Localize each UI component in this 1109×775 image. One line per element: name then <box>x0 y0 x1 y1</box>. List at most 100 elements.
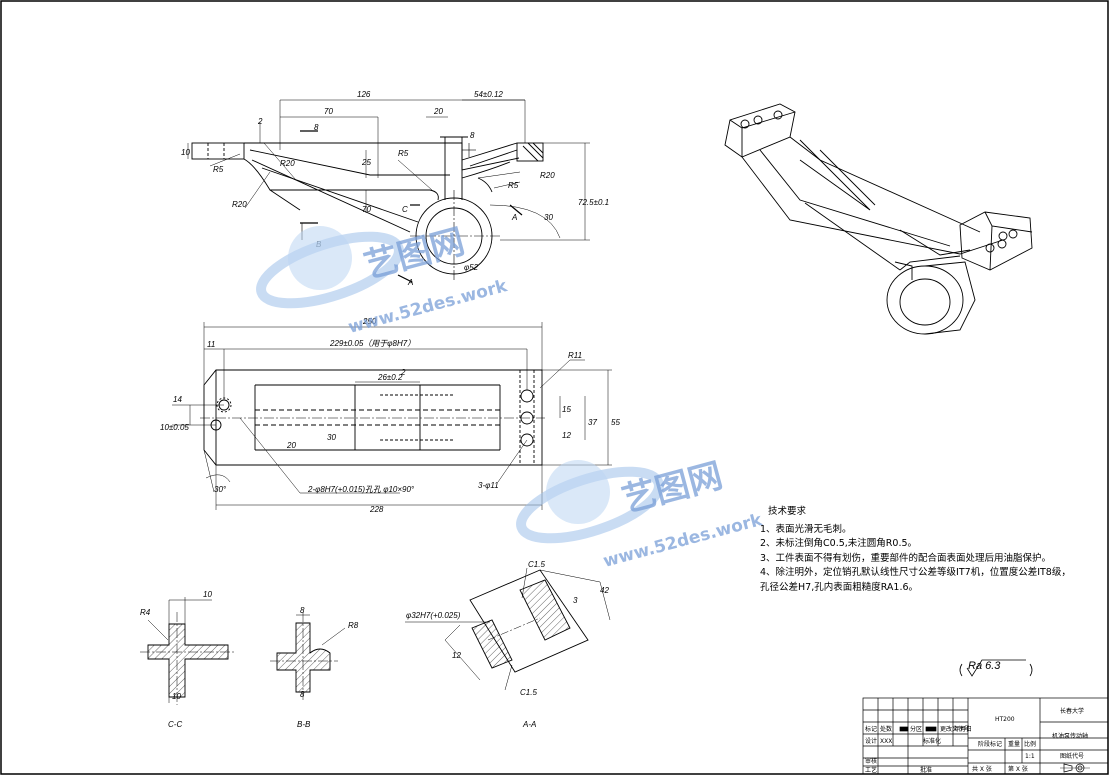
tech-note-1: 1、表面光滑无毛刺。 <box>760 523 852 535</box>
dim-14: 14 <box>173 395 182 404</box>
designer-label: 设计 <box>865 737 877 745</box>
tech-note-3: 3、工件表面不得有划伤，重要部件的配合面表面处理后用油脂保护。 <box>760 552 1052 564</box>
dim-r5b: R5 <box>398 149 409 158</box>
isometric-view <box>724 103 1033 335</box>
sheet-number: 第 X 张 <box>1008 765 1028 773</box>
dim-8c: 8 <box>300 606 305 615</box>
top-view-dims: 250 11 229±0.05（用于φ8H7） R11 26±0.2 2 14 … <box>160 317 620 514</box>
cut-a-label: A <box>511 213 517 222</box>
dim-55: 55 <box>611 418 620 427</box>
dim-30: 30 <box>544 213 553 222</box>
dim-r20c: R20 <box>540 171 555 180</box>
dim-32: φ32H7(+0.025) <box>406 611 461 620</box>
watermark-1: 艺图网 www.52des.work <box>256 222 510 338</box>
dim-250: 250 <box>362 317 377 326</box>
top-view <box>172 322 612 510</box>
dim-2: 2 <box>257 117 263 126</box>
zone-label: 分区 <box>910 725 922 733</box>
dim-30b: 30 <box>327 433 336 442</box>
school-name: 长春大学 <box>1060 707 1084 715</box>
approve-label: 批准 <box>920 766 932 774</box>
tech-note-5: 孔径公差H7,孔内表面粗糙度RA1.6。 <box>760 581 919 593</box>
dim-725: 72.5±0.1 <box>578 198 609 207</box>
section-cc: R4 10 10 C-C <box>140 590 236 729</box>
label-section-cc: C-C <box>168 720 182 729</box>
dim-52: φ52 <box>464 263 479 272</box>
change-label: 更改文件号 <box>940 725 970 733</box>
dim-10c: 10 <box>203 590 212 599</box>
dim-20: 20 <box>433 107 443 116</box>
cut-c-label: C <box>402 205 408 214</box>
dim-11: 11 <box>207 340 215 349</box>
watermark-brand-2: 艺图网 <box>618 456 727 521</box>
section-aa: C1.5 C1.5 φ32H7(+0.025) 42 12 3 A-A <box>405 560 611 729</box>
count-label: 处数 <box>880 725 892 733</box>
cut-a2-label: A <box>407 278 413 287</box>
dim-10b: 10±0.05 <box>160 423 189 432</box>
dim-8b: 8 <box>470 131 475 140</box>
dim-r5a: R5 <box>213 165 224 174</box>
dim-70: 70 <box>324 107 333 116</box>
sign-date-label: 年月日 <box>954 725 972 733</box>
dim-2b: 2 <box>400 368 406 377</box>
material: HT200 <box>995 716 1015 723</box>
dim-37: 37 <box>588 418 597 427</box>
dim-26: 26±0.2 <box>377 373 403 382</box>
part-name: 机油泵传动轴 <box>1052 732 1088 740</box>
roughness-value: Ra 6.3 <box>968 660 1001 672</box>
review-label: 审核 <box>865 757 877 765</box>
dim-3: 3 <box>573 596 578 605</box>
dim-70b: 70 <box>362 205 371 214</box>
dim-8d: 8 <box>300 690 305 699</box>
dim-12b: 12 <box>452 651 461 660</box>
watermark-brand-1: 艺图网 <box>360 222 469 287</box>
technical-requirements: 技术要求 1、表面光滑无毛刺。 2、未标注倒角C0.5,未注圆角R0.5。 3、… <box>760 505 1105 595</box>
dim-ang30: 30° <box>214 485 227 494</box>
stage-mark: 阶段标记 <box>978 740 1002 748</box>
dim-15: 15 <box>562 405 571 414</box>
dim-c15b: C1.5 <box>520 688 537 697</box>
dim-42: 42 <box>600 586 609 595</box>
designer-name: XXX <box>880 738 892 745</box>
dim-r20a: R20 <box>280 159 295 168</box>
scale-label: 比例 <box>1024 740 1036 748</box>
dim-r20b: R20 <box>232 200 247 209</box>
marks-label: 标记 <box>865 725 877 733</box>
dim-10: 10 <box>181 148 190 157</box>
dim-10d: 10 <box>172 692 181 701</box>
dim-126: 126 <box>357 90 371 99</box>
tech-note-2: 2、未标注倒角C0.5,未注圆角R0.5。 <box>760 538 918 549</box>
dim-12: 12 <box>562 431 571 440</box>
dim-8a: 8 <box>314 123 319 132</box>
weight-label: 重量 <box>1008 740 1020 748</box>
main-view-dims: 126 70 20 54±0.12 2 8 8 10 R5 R5 R5 25 R… <box>181 90 609 287</box>
watermark-2: 艺图网 www.52des.work <box>516 456 765 572</box>
dim-r4: R4 <box>140 608 151 617</box>
process-label: 工艺 <box>865 766 877 774</box>
dim-229: 229±0.05（用于φ8H7） <box>329 339 415 348</box>
dim-r8: R8 <box>348 621 359 630</box>
dim-r5c: R5 <box>508 181 519 190</box>
dim-c15a: C1.5 <box>528 560 545 569</box>
std-label: 标准化 <box>923 737 941 745</box>
title-block <box>862 697 1109 775</box>
scale-value: 1:1 <box>1025 753 1035 760</box>
title-block-text: HT200 长春大学 机油泵传动轴 图纸代号 阶段标记 重量 比例 1:1 共 … <box>865 707 1088 774</box>
dim-228: 228 <box>369 505 384 514</box>
main-view <box>187 99 590 283</box>
dim-20b: 20 <box>286 441 296 450</box>
dim-25: 25 <box>361 158 371 167</box>
total-sheets: 共 X 张 <box>972 765 992 773</box>
drawing-number: 图纸代号 <box>1060 752 1084 760</box>
label-section-bb: B-B <box>297 720 311 729</box>
section-bb: 8 R8 8 B-B <box>270 606 359 729</box>
dim-holes3: 3-φ11 <box>478 481 499 490</box>
dim-r11: R11 <box>568 351 582 360</box>
tech-note-4: 4、除注明外，定位销孔默认线性尺寸公差等级IT7机，位置度公差IT8级， <box>760 567 1071 578</box>
tech-notes-title: 技术要求 <box>768 506 807 517</box>
dim-54: 54±0.12 <box>474 90 503 99</box>
dim-holes2: 2-φ8H7(+0.015)孔孔 φ10×90° <box>307 485 415 494</box>
label-section-aa: A-A <box>522 720 536 729</box>
